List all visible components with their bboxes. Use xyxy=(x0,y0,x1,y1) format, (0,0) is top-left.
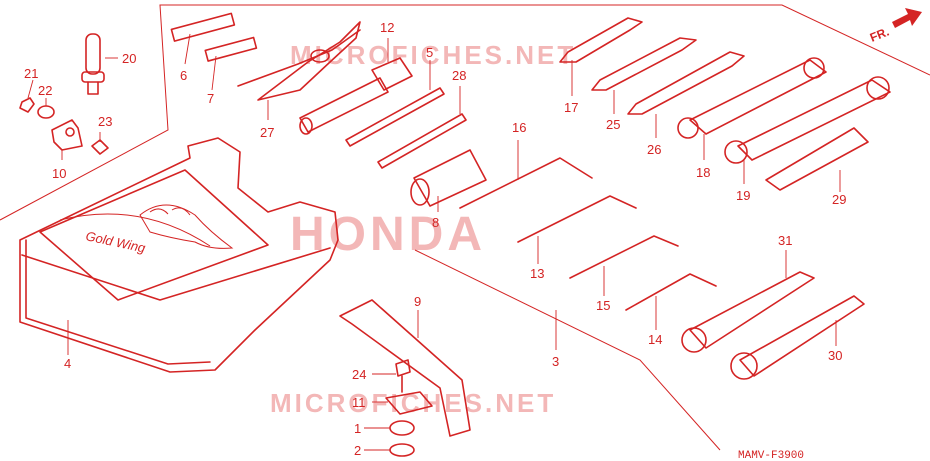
goldwing-emblem: Gold Wing xyxy=(84,204,234,256)
callout-17: 17 xyxy=(564,100,578,115)
bolt-21 xyxy=(19,97,35,113)
callout-2: 2 xyxy=(354,443,361,458)
callout-numbers: 20 21 22 23 10 6 7 27 12 5 28 8 16 13 15… xyxy=(24,20,846,458)
hex-key-16 xyxy=(459,157,593,209)
svg-text:Gold Wing: Gold Wing xyxy=(84,228,147,255)
socket-wrench-12 xyxy=(299,57,413,135)
tool-case xyxy=(19,137,339,373)
callout-29: 29 xyxy=(832,192,846,207)
wrench-26 xyxy=(627,51,745,115)
callout-4: 4 xyxy=(64,356,71,371)
screwdriver-28 xyxy=(377,113,467,169)
washer-1 xyxy=(389,420,415,436)
ring-wrench-18 xyxy=(677,57,827,139)
sleeve-29 xyxy=(765,127,869,191)
handle-8 xyxy=(410,149,487,207)
strap-9 xyxy=(339,299,471,437)
bolt-24 xyxy=(395,359,411,393)
callout-10: 10 xyxy=(52,166,66,181)
watermark-center: HONDA xyxy=(290,208,486,261)
hex-key-13 xyxy=(517,195,637,243)
callout-24: 24 xyxy=(352,367,366,382)
plate-11 xyxy=(385,391,433,415)
tag-7 xyxy=(204,36,258,62)
callout-21: 21 xyxy=(24,66,38,81)
callout-5: 5 xyxy=(426,45,433,60)
callout-18: 18 xyxy=(696,165,710,180)
spanner-30 xyxy=(730,295,865,380)
callout-12: 12 xyxy=(380,20,394,35)
callout-19: 19 xyxy=(736,188,750,203)
callout-13: 13 xyxy=(530,266,544,281)
callout-8: 8 xyxy=(432,215,439,230)
callout-26: 26 xyxy=(647,142,661,157)
callout-11: 11 xyxy=(352,395,366,410)
svg-text:FR.: FR. xyxy=(868,25,891,45)
ring-wrench-19 xyxy=(724,76,891,164)
callout-28: 28 xyxy=(452,68,466,83)
tag-6 xyxy=(170,12,236,42)
callout-6: 6 xyxy=(180,68,187,83)
washer-22 xyxy=(37,105,55,119)
callout-23: 23 xyxy=(98,114,112,129)
callout-20: 20 xyxy=(122,51,136,66)
hex-key-14 xyxy=(625,273,717,311)
callout-9: 9 xyxy=(414,294,421,309)
callout-7: 7 xyxy=(207,91,214,106)
wrench-17 xyxy=(559,17,643,63)
leader-lines xyxy=(27,33,841,451)
callout-14: 14 xyxy=(648,332,662,347)
hex-key-15 xyxy=(569,235,679,279)
pin-20 xyxy=(81,33,105,95)
frame-outline xyxy=(0,4,930,221)
callout-30: 30 xyxy=(828,348,842,363)
callout-27: 27 xyxy=(260,125,274,140)
callout-22: 22 xyxy=(38,83,52,98)
figure-code: MAMV-F3900 xyxy=(738,450,804,461)
callout-1: 1 xyxy=(354,421,361,436)
frame-inner-divider xyxy=(414,249,721,451)
washer-2 xyxy=(389,443,415,457)
callout-25: 25 xyxy=(606,117,620,132)
pliers-27 xyxy=(237,21,361,101)
front-direction-arrow: FR. xyxy=(868,8,922,45)
callout-16: 16 xyxy=(512,120,526,135)
callout-15: 15 xyxy=(596,298,610,313)
screw-23 xyxy=(91,139,109,155)
callout-31: 31 xyxy=(778,233,792,248)
spanner-31 xyxy=(681,271,815,353)
callout-3: 3 xyxy=(552,354,559,369)
bracket-10 xyxy=(51,119,83,151)
wrench-25 xyxy=(591,37,697,91)
screwdriver-5 xyxy=(345,87,445,147)
